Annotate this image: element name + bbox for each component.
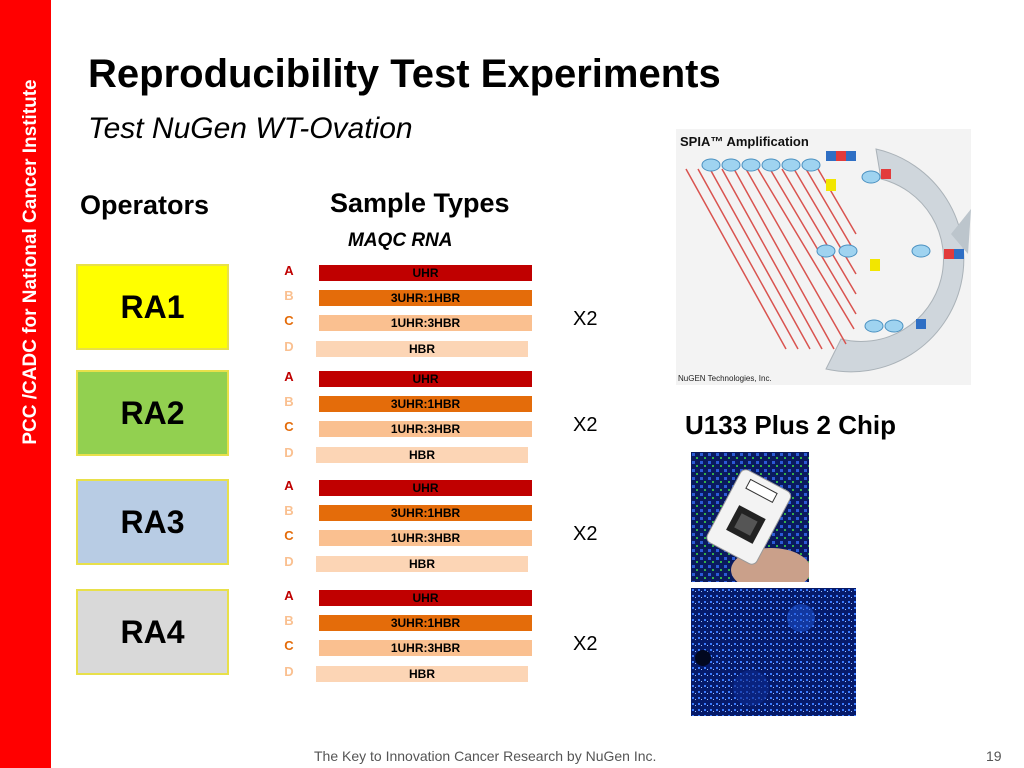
slide-subtitle: Test NuGen WT-Ovation xyxy=(88,112,413,145)
sample-bar: UHR xyxy=(319,265,532,281)
sample-bar: HBR xyxy=(316,447,528,463)
sample-letter: B xyxy=(284,613,294,628)
operator-box-1: RA1 xyxy=(76,264,229,350)
replicate-multiplier: X2 xyxy=(573,308,598,330)
sample-letter: A xyxy=(284,478,294,493)
slide-title: Reproducibility Test Experiments xyxy=(88,52,721,96)
sample-types-header: Sample Types xyxy=(330,188,510,218)
operator-box-2: RA2 xyxy=(76,370,229,456)
sample-letter: D xyxy=(284,664,294,679)
sample-bar: 3UHR:1HBR xyxy=(319,615,532,631)
sidebar-banner: PCC /CADC for National Cancer Institute xyxy=(0,0,51,768)
sample-letter: B xyxy=(284,503,294,518)
page-number: 19 xyxy=(986,748,1002,764)
sample-bar: HBR xyxy=(316,341,528,357)
sample-bar: UHR xyxy=(319,371,532,387)
sample-letter: A xyxy=(284,588,294,603)
sample-letter: C xyxy=(284,638,294,653)
sidebar-text: PCC /CADC for National Cancer Institute xyxy=(20,79,41,445)
sample-letter: B xyxy=(284,394,294,409)
sample-bar: 3UHR:1HBR xyxy=(319,505,532,521)
spia-caption: SPIA™ Amplification xyxy=(680,134,809,149)
operator-box-3: RA3 xyxy=(76,479,229,565)
chip-cartridge-photo xyxy=(691,452,809,582)
sample-bar: UHR xyxy=(319,480,532,496)
sample-letter: C xyxy=(284,528,294,543)
spia-amplification-figure: SPIA™ Amplification NuGEN Technologies, … xyxy=(676,129,971,385)
sample-letter: C xyxy=(284,313,294,328)
replicate-multiplier: X2 xyxy=(573,414,598,436)
spia-diagram-graphic xyxy=(676,129,971,385)
footer-text: The Key to Innovation Cancer Research by… xyxy=(314,748,657,764)
chip-title: U133 Plus 2 Chip xyxy=(685,410,896,440)
sample-bar: 1UHR:3HBR xyxy=(319,421,532,437)
sample-letter: D xyxy=(284,554,294,569)
sample-bar: 1UHR:3HBR xyxy=(319,530,532,546)
sample-bar: 1UHR:3HBR xyxy=(319,640,532,656)
replicate-multiplier: X2 xyxy=(573,523,598,545)
rna-subheader: MAQC RNA xyxy=(348,230,453,251)
sample-letter: D xyxy=(284,339,294,354)
operator-box-4: RA4 xyxy=(76,589,229,675)
microarray-image xyxy=(691,588,856,716)
sample-letter: B xyxy=(284,288,294,303)
operators-header: Operators xyxy=(80,190,210,220)
sample-bar: HBR xyxy=(316,556,528,572)
sample-bar: HBR xyxy=(316,666,528,682)
sample-letter: A xyxy=(284,369,294,384)
sample-letter: C xyxy=(284,419,294,434)
spia-credit: NuGEN Technologies, Inc. xyxy=(678,374,772,383)
sample-letter: A xyxy=(284,263,294,278)
sample-bar: UHR xyxy=(319,590,532,606)
replicate-multiplier: X2 xyxy=(573,633,598,655)
sample-bar: 3UHR:1HBR xyxy=(319,396,532,412)
sample-bar: 3UHR:1HBR xyxy=(319,290,532,306)
sample-letter: D xyxy=(284,445,294,460)
sample-bar: 1UHR:3HBR xyxy=(319,315,532,331)
